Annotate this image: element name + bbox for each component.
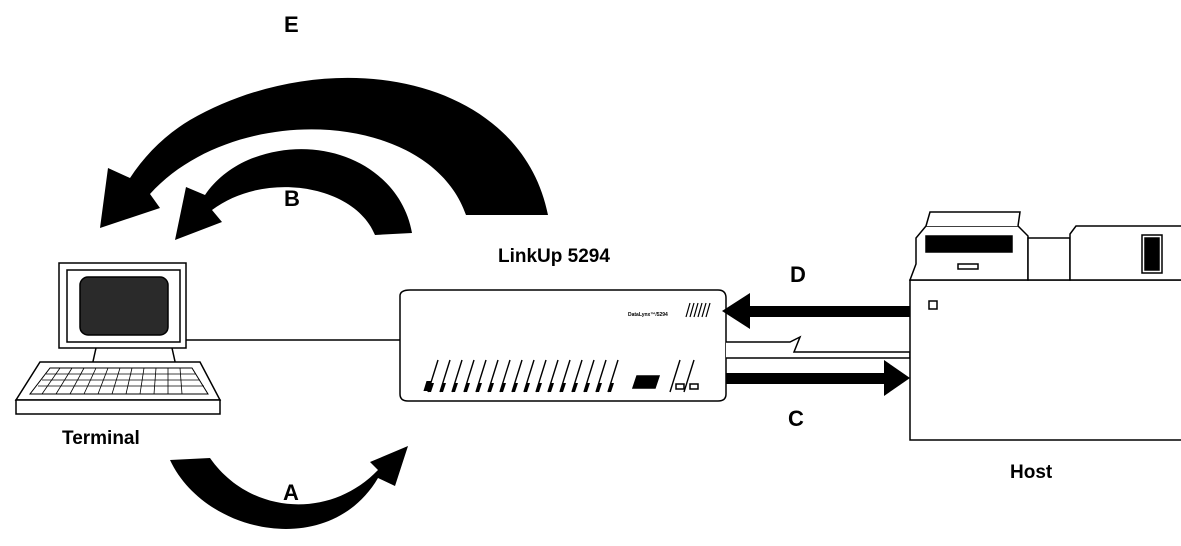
label-c: C bbox=[788, 406, 804, 431]
label-a: A bbox=[283, 480, 299, 505]
arrow-b bbox=[175, 149, 412, 240]
label-e: E bbox=[284, 12, 299, 37]
arrow-e bbox=[100, 77, 548, 228]
terminal-computer-icon bbox=[14, 262, 222, 415]
device-brand-text: DataLynx™/5294 bbox=[628, 312, 668, 318]
controller-box-icon bbox=[399, 289, 727, 402]
host-cable bbox=[726, 335, 911, 359]
host-mainframe-icon bbox=[908, 211, 1181, 441]
label-d: D bbox=[790, 262, 806, 287]
terminal-label: Terminal bbox=[62, 428, 140, 449]
device-label: LinkUp 5294 bbox=[498, 246, 610, 267]
arrow-a bbox=[170, 446, 408, 529]
arrow-c bbox=[726, 360, 910, 396]
label-b: B bbox=[284, 186, 300, 211]
arrow-d bbox=[722, 293, 910, 329]
indicator-leds bbox=[428, 383, 614, 392]
host-label: Host bbox=[1010, 462, 1053, 483]
